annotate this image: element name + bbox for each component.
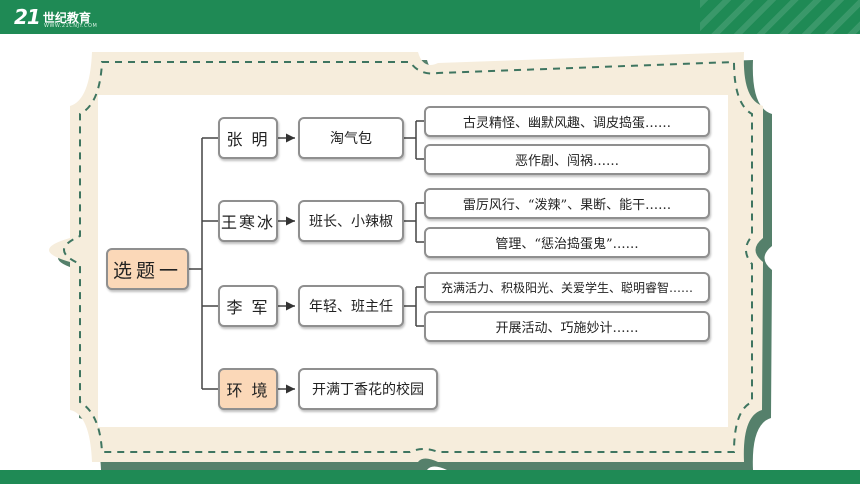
detail-1-1: 古灵精怪、幽默风趣、调皮捣蛋…… bbox=[424, 106, 710, 137]
branch-name-4: 环 境 bbox=[218, 368, 278, 410]
detail-1-2: 恶作剧、闯祸…… bbox=[424, 144, 710, 175]
detail-3-1: 充满活力、积极阳光、关爱学生、聪明睿智…… bbox=[424, 272, 710, 303]
header-decoration bbox=[700, 0, 860, 34]
root-node: 选题一 bbox=[106, 248, 189, 290]
detail-3-2: 开展活动、巧施妙计…… bbox=[424, 311, 710, 342]
branch-name-2: 王寒冰 bbox=[218, 200, 278, 242]
detail-2-2: 管理、“惩治捣蛋鬼”…… bbox=[424, 227, 710, 258]
header-bar: 21 世纪教育 WWW.21CNJY.COM bbox=[0, 0, 860, 34]
mind-map-board: 选题一 张 明 王寒冰 李 军 环 境 淘气包 班长、小辣椒 年轻、班主任 开满… bbox=[98, 95, 728, 427]
logo-text: 世纪教育 bbox=[42, 10, 91, 25]
footer-bar bbox=[0, 470, 860, 484]
detail-connector-2 bbox=[404, 202, 424, 243]
logo-mark: 21 bbox=[14, 5, 41, 29]
branch-name-1: 张 明 bbox=[218, 117, 278, 159]
frame-dashed-border bbox=[63, 60, 753, 453]
detail-connector-1 bbox=[404, 120, 424, 160]
detail-2-1: 雷厉风行、“泼辣”、果断、能干…… bbox=[424, 188, 710, 219]
logo-subtitle: WWW.21CNJY.COM bbox=[44, 23, 98, 29]
branch-role-2: 班长、小辣椒 bbox=[298, 200, 404, 242]
branch-role-4: 开满丁香花的校园 bbox=[298, 368, 438, 410]
logo: 21 世纪教育 bbox=[14, 4, 91, 30]
branch-role-1: 淘气包 bbox=[298, 117, 404, 159]
detail-connector-3 bbox=[404, 286, 424, 327]
branch-role-3: 年轻、班主任 bbox=[298, 285, 404, 327]
branch-name-3: 李 军 bbox=[218, 285, 278, 327]
connector-lines bbox=[189, 120, 424, 394]
